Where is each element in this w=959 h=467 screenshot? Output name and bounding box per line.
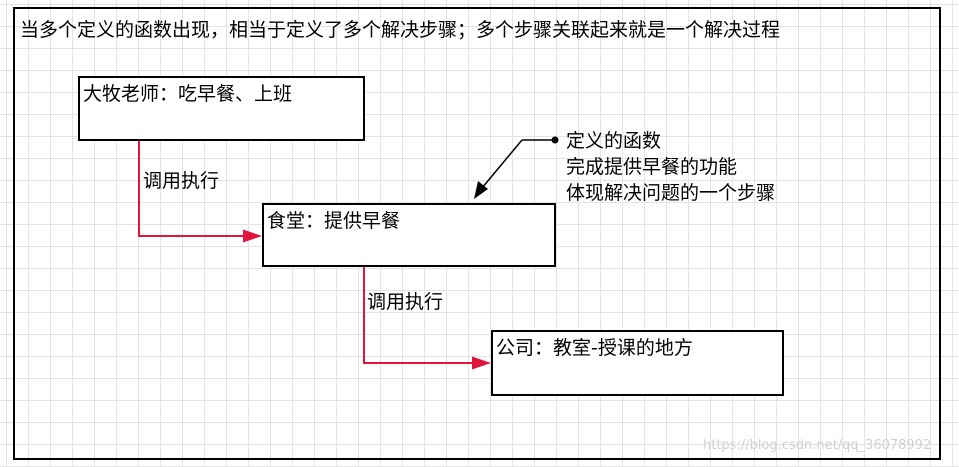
- call-connector-1-label: 调用执行: [143, 170, 220, 192]
- function-note: 定义的函数 完成提供早餐的功能 体现解决问题的一个步骤: [566, 128, 775, 206]
- teacher-box: 大牧老师：吃早餐、上班: [78, 76, 365, 141]
- source-watermark: https://blog.csdn.net/qq_36078992: [703, 438, 932, 453]
- function-note-line: 定义的函数: [566, 130, 662, 152]
- call-connector-1: [138, 141, 262, 243]
- function-note-line: 体现解决问题的一个步骤: [566, 182, 776, 204]
- call-connector-2-arrowhead: [472, 356, 491, 370]
- diagram-heading: 当多个定义的函数出现，相当于定义了多个解决步骤；多个步骤关联起来就是一个解决过程: [20, 19, 781, 41]
- note-pointer-line: [481, 139, 523, 189]
- canteen-box-label: 食堂：提供早餐: [267, 210, 401, 232]
- call-connector-2-label: 调用执行: [367, 291, 444, 313]
- company-box: 公司：教室-授课的地方: [491, 330, 784, 396]
- teacher-box-label: 大牧老师：吃早餐、上班: [83, 83, 293, 105]
- note-pointer: [474, 136, 559, 199]
- canteen-box: 食堂：提供早餐: [262, 203, 556, 267]
- company-box-label: 公司：教室-授课的地方: [496, 337, 693, 359]
- note-pointer-arrowhead: [474, 181, 488, 199]
- function-note-line: 完成提供早餐的功能: [566, 156, 738, 178]
- outer-frame: [13, 7, 941, 460]
- call-connector-2-line: [363, 267, 473, 364]
- call-connector-1-arrowhead: [243, 229, 262, 243]
- call-connector-2: [363, 267, 491, 370]
- call-connector-1-line: [138, 141, 244, 237]
